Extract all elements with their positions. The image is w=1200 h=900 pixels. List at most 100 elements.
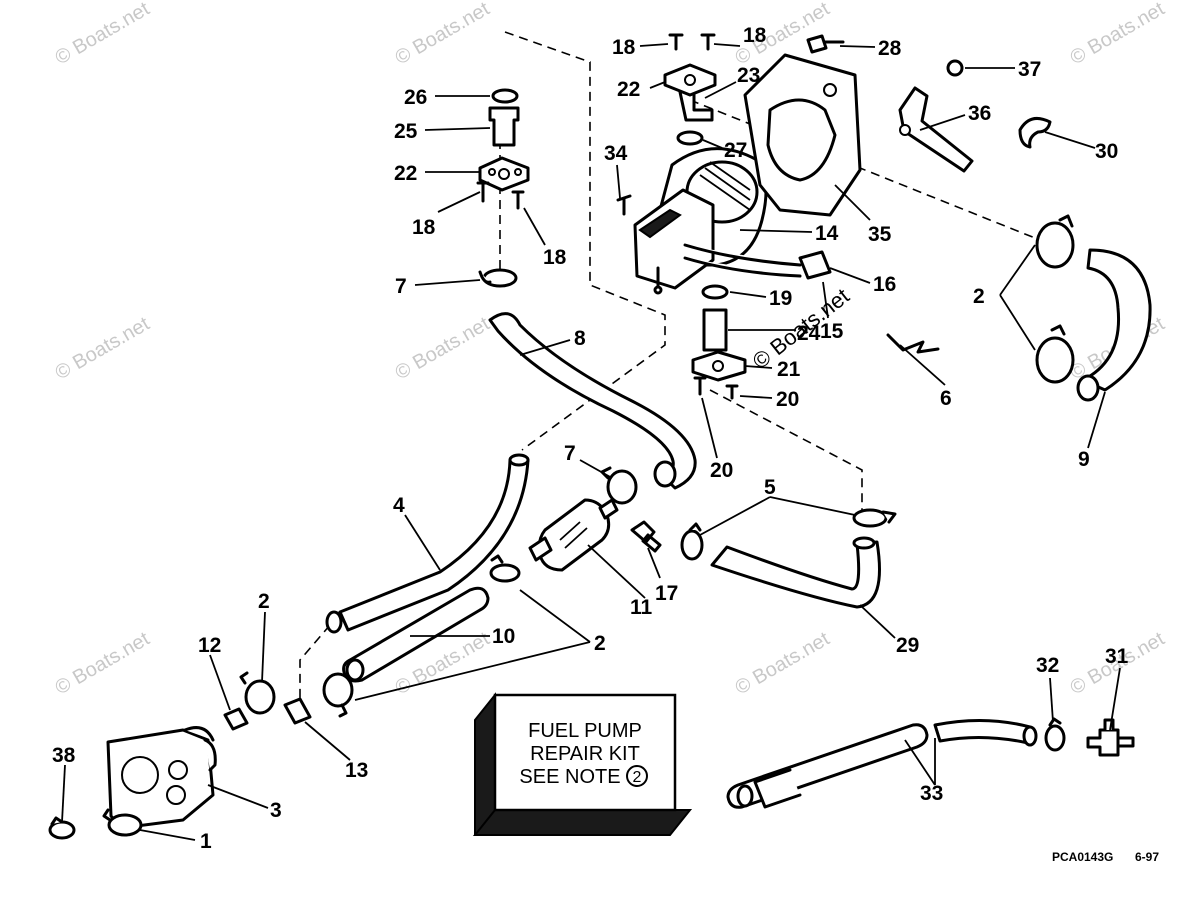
callout-33: 33: [920, 782, 943, 805]
callout-16: 16: [873, 273, 896, 296]
part-35-bracket: [743, 53, 862, 217]
part-5-clamp-left: [680, 522, 704, 561]
callout-14: 14: [815, 222, 839, 245]
callout-13: 13: [345, 759, 368, 782]
part-33-hose-long: [726, 723, 929, 809]
callout-10: 10: [492, 625, 515, 648]
callout-24: 24: [797, 322, 821, 345]
part-30-clamp: [1018, 116, 1052, 149]
callout-11: 11: [630, 596, 653, 619]
callout-25: 25: [394, 120, 418, 143]
callout-1: 1: [200, 830, 212, 853]
callout-22: 22: [394, 162, 417, 185]
kit-label-line1: FUEL PUMP: [528, 720, 642, 742]
callout-15: 15: [820, 320, 844, 343]
part-25-fitting: [488, 106, 520, 147]
part-2-clamp-right-upper: [1035, 214, 1075, 269]
part-37-nut: [946, 59, 964, 77]
callout-21: 21: [777, 358, 801, 381]
part-13-fitting: [283, 697, 312, 725]
kit-label-line3: SEE NOTE: [519, 766, 620, 788]
part-14-fuel-pump: [633, 147, 802, 295]
callout-6: 6: [940, 387, 952, 410]
callout-34: 34: [604, 142, 628, 165]
part-21-gasket: [691, 350, 747, 382]
part-10-hose: [342, 586, 490, 683]
part-18-screw-left-a: [476, 181, 490, 203]
part-33-hose-short: [933, 719, 1038, 747]
callout-28: 28: [878, 37, 902, 60]
diagram-code: PCA0143G: [1052, 850, 1113, 864]
callout-23: 23: [737, 64, 760, 87]
part-7-clamp-mid: [600, 466, 638, 505]
callout-38: 38: [52, 744, 76, 767]
part-36-clip-bracket: [898, 86, 974, 173]
part-2-clamp-right-lower: [1035, 324, 1075, 384]
watermark: © Boats.net: [52, 628, 154, 700]
part-4-hose: [325, 453, 530, 634]
callout-8: 8: [574, 327, 586, 350]
part-20-screw-b: [725, 384, 739, 400]
watermarks: © Boats.net © Boats.net © Boats.net © Bo…: [52, 0, 1169, 699]
callout-18: 18: [743, 24, 767, 47]
callout-37: 37: [1018, 58, 1041, 81]
callout-5: 5: [764, 476, 776, 499]
callout-numbers: 18 18 28 37 22 23 26 36 25 27 30 34 22 1…: [52, 24, 1129, 853]
part-2-clamp-left: [239, 671, 276, 715]
watermark: © Boats.net: [1067, 0, 1169, 69]
part-20-screw-a: [693, 376, 707, 396]
part-24-fitting: [702, 308, 728, 352]
part-16-connector: [798, 250, 832, 280]
callout-2: 2: [258, 590, 270, 613]
watermark: © Boats.net: [732, 628, 834, 700]
callout-20: 20: [776, 388, 799, 411]
callout-35: 35: [868, 223, 892, 246]
part-6-clip: [886, 333, 940, 354]
part-7-clamp-left: [478, 268, 518, 288]
callout-36: 36: [968, 102, 991, 125]
part-22-gasket-top: [663, 63, 717, 97]
part-17-fitting: [630, 520, 662, 553]
callout-27: 27: [724, 139, 747, 162]
kit-label-line2: REPAIR KIT: [530, 743, 640, 765]
part-2-clamp-center-lower: [322, 672, 354, 718]
part-22-gasket-left: [478, 156, 530, 192]
part-18-screw-top-a: [668, 33, 684, 51]
callout-18: 18: [543, 246, 567, 269]
watermark: © Boats.net: [52, 0, 154, 69]
callout-20: 20: [710, 459, 733, 482]
part-28-bolt: [806, 34, 845, 54]
diagram-date: 6-97: [1135, 850, 1159, 864]
callout-2: 2: [594, 632, 606, 655]
watermark: © Boats.net: [392, 313, 494, 385]
callout-7: 7: [564, 442, 576, 465]
part-34-screw: [616, 194, 632, 216]
watermark: © Boats.net: [52, 313, 154, 385]
part-5-clamp-right: [852, 508, 897, 528]
part-2-clamp-center-upper: [489, 554, 521, 583]
part-32-clamp: [1044, 717, 1066, 752]
callout-17: 17: [655, 582, 678, 605]
leader-lines: [61, 43, 1121, 841]
part-18-screw-left-b: [511, 190, 525, 210]
callout-3: 3: [270, 799, 282, 822]
part-3-fuel-pump-housing: [106, 726, 217, 830]
part-29-hose: [710, 536, 881, 609]
part-26-oring: [491, 88, 519, 104]
callout-2: 2: [973, 285, 985, 308]
callout-31: 31: [1105, 645, 1129, 668]
part-9-hose: [1076, 248, 1152, 402]
callout-30: 30: [1095, 140, 1118, 163]
part-1-clamp: [102, 808, 143, 837]
callout-12: 12: [198, 634, 221, 657]
callout-32: 32: [1036, 654, 1059, 677]
watermark: © Boats.net: [392, 0, 494, 69]
repair-kit-box: FUEL PUMP REPAIR KIT SEE NOTE 2: [472, 692, 693, 836]
kit-note-circle: [626, 765, 648, 787]
callout-18: 18: [412, 216, 436, 239]
part-8-hose: [488, 312, 697, 490]
callout-18: 18: [612, 36, 636, 59]
callout-9: 9: [1078, 448, 1090, 471]
part-11-fuel-filter: [528, 498, 619, 572]
